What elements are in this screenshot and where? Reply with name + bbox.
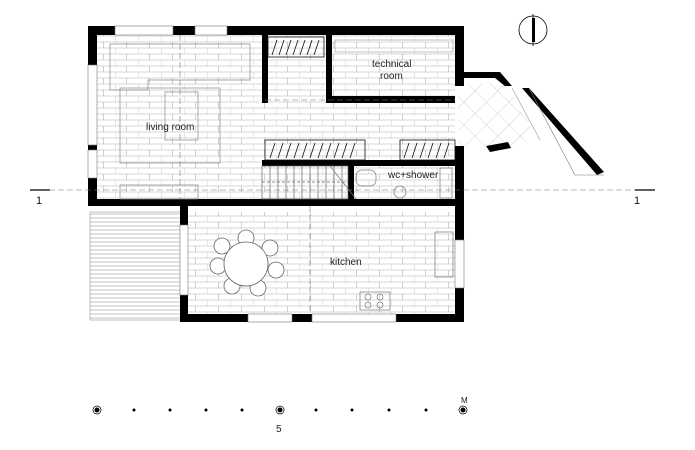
entrance-walls [462,72,604,175]
windows [87,25,465,323]
living-room-furniture [109,43,251,200]
kitchen-counter [359,231,454,311]
dining-table [209,229,285,297]
label-kitchen: kitchen [330,257,362,268]
technical-equipment [334,39,454,53]
section-marker-right-label: 1 [634,195,640,207]
scale-bar-unit: M [461,396,468,405]
wc-fixtures [329,165,453,200]
scale-bar: 5 M [92,396,468,435]
storage-racks [264,36,456,161]
staircase [261,165,349,200]
terrace-decking [89,211,183,321]
reference-lines [40,35,655,314]
label-living-room: living room [146,122,194,133]
section-marker-right: 1 [634,189,655,207]
label-wc-shower: wc+shower [387,170,439,181]
floor-tiling-upper [97,33,455,203]
scale-bar-mid-label: 5 [276,424,282,435]
floor-tiling-entrance [458,83,540,146]
north-arrow-icon [518,14,548,46]
section-marker-left: 1 [30,189,50,207]
label-technical-room-1: technical [372,59,411,70]
section-marker-left-label: 1 [36,195,42,207]
label-technical-room-2: room [380,71,403,82]
